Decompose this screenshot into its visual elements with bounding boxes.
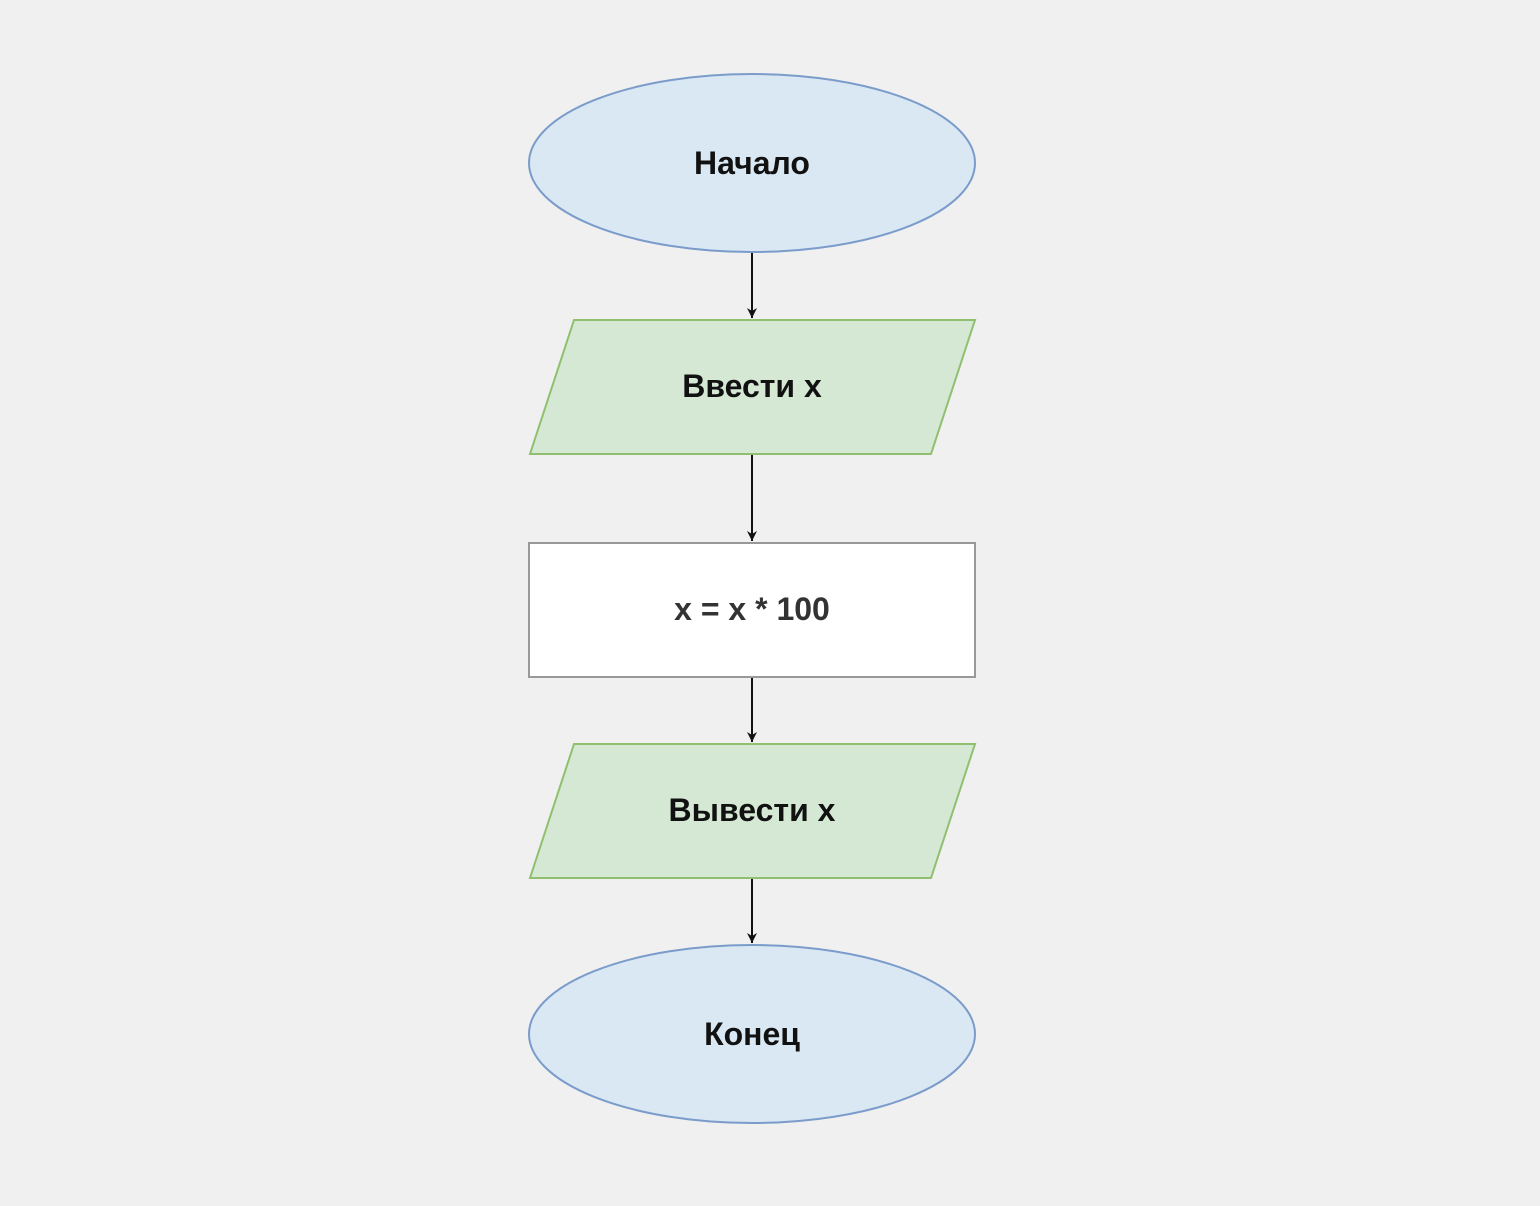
terminator-shape xyxy=(528,73,976,253)
node-end[interactable]: Конец xyxy=(528,944,976,1124)
node-input-label: Ввести x xyxy=(682,368,822,404)
node-process-label: x = x * 100 xyxy=(674,591,830,627)
node-output-label: Вывести x xyxy=(669,792,836,828)
node-start-label: Начало xyxy=(694,145,810,181)
node-start[interactable]: Начало xyxy=(528,73,976,253)
node-input[interactable]: Ввести x xyxy=(528,319,977,455)
node-process[interactable]: x = x * 100 xyxy=(528,542,976,678)
io-shape xyxy=(528,319,977,455)
node-end-label: Конец xyxy=(704,1016,800,1052)
io-shape xyxy=(528,743,977,879)
terminator-shape xyxy=(528,944,976,1124)
node-output[interactable]: Вывести x xyxy=(528,743,977,879)
process-shape xyxy=(528,542,976,678)
